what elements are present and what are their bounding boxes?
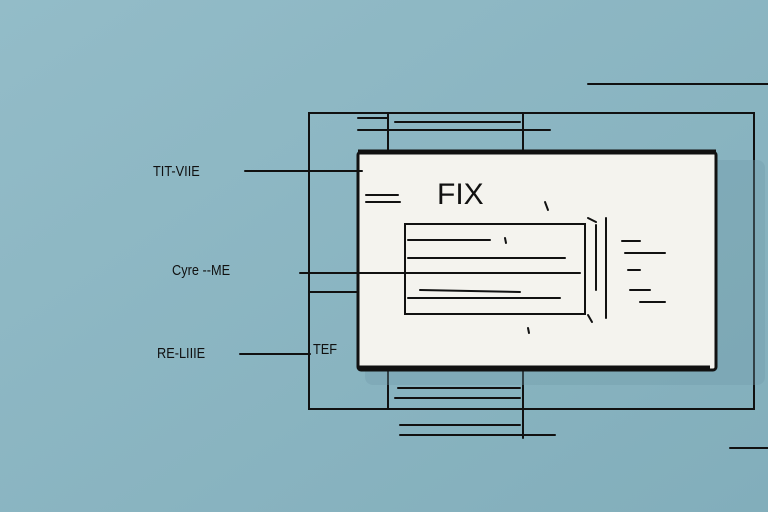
label-top: TIT-VIIE (153, 163, 200, 180)
label-bottom-tag: TEF (313, 341, 338, 358)
card (356, 150, 718, 372)
label-bottom: RE-LIIIE (157, 345, 206, 362)
label-middle: Cyre --ME (172, 262, 231, 279)
card-title: FIX (437, 178, 484, 211)
outer-frame (308, 112, 755, 410)
